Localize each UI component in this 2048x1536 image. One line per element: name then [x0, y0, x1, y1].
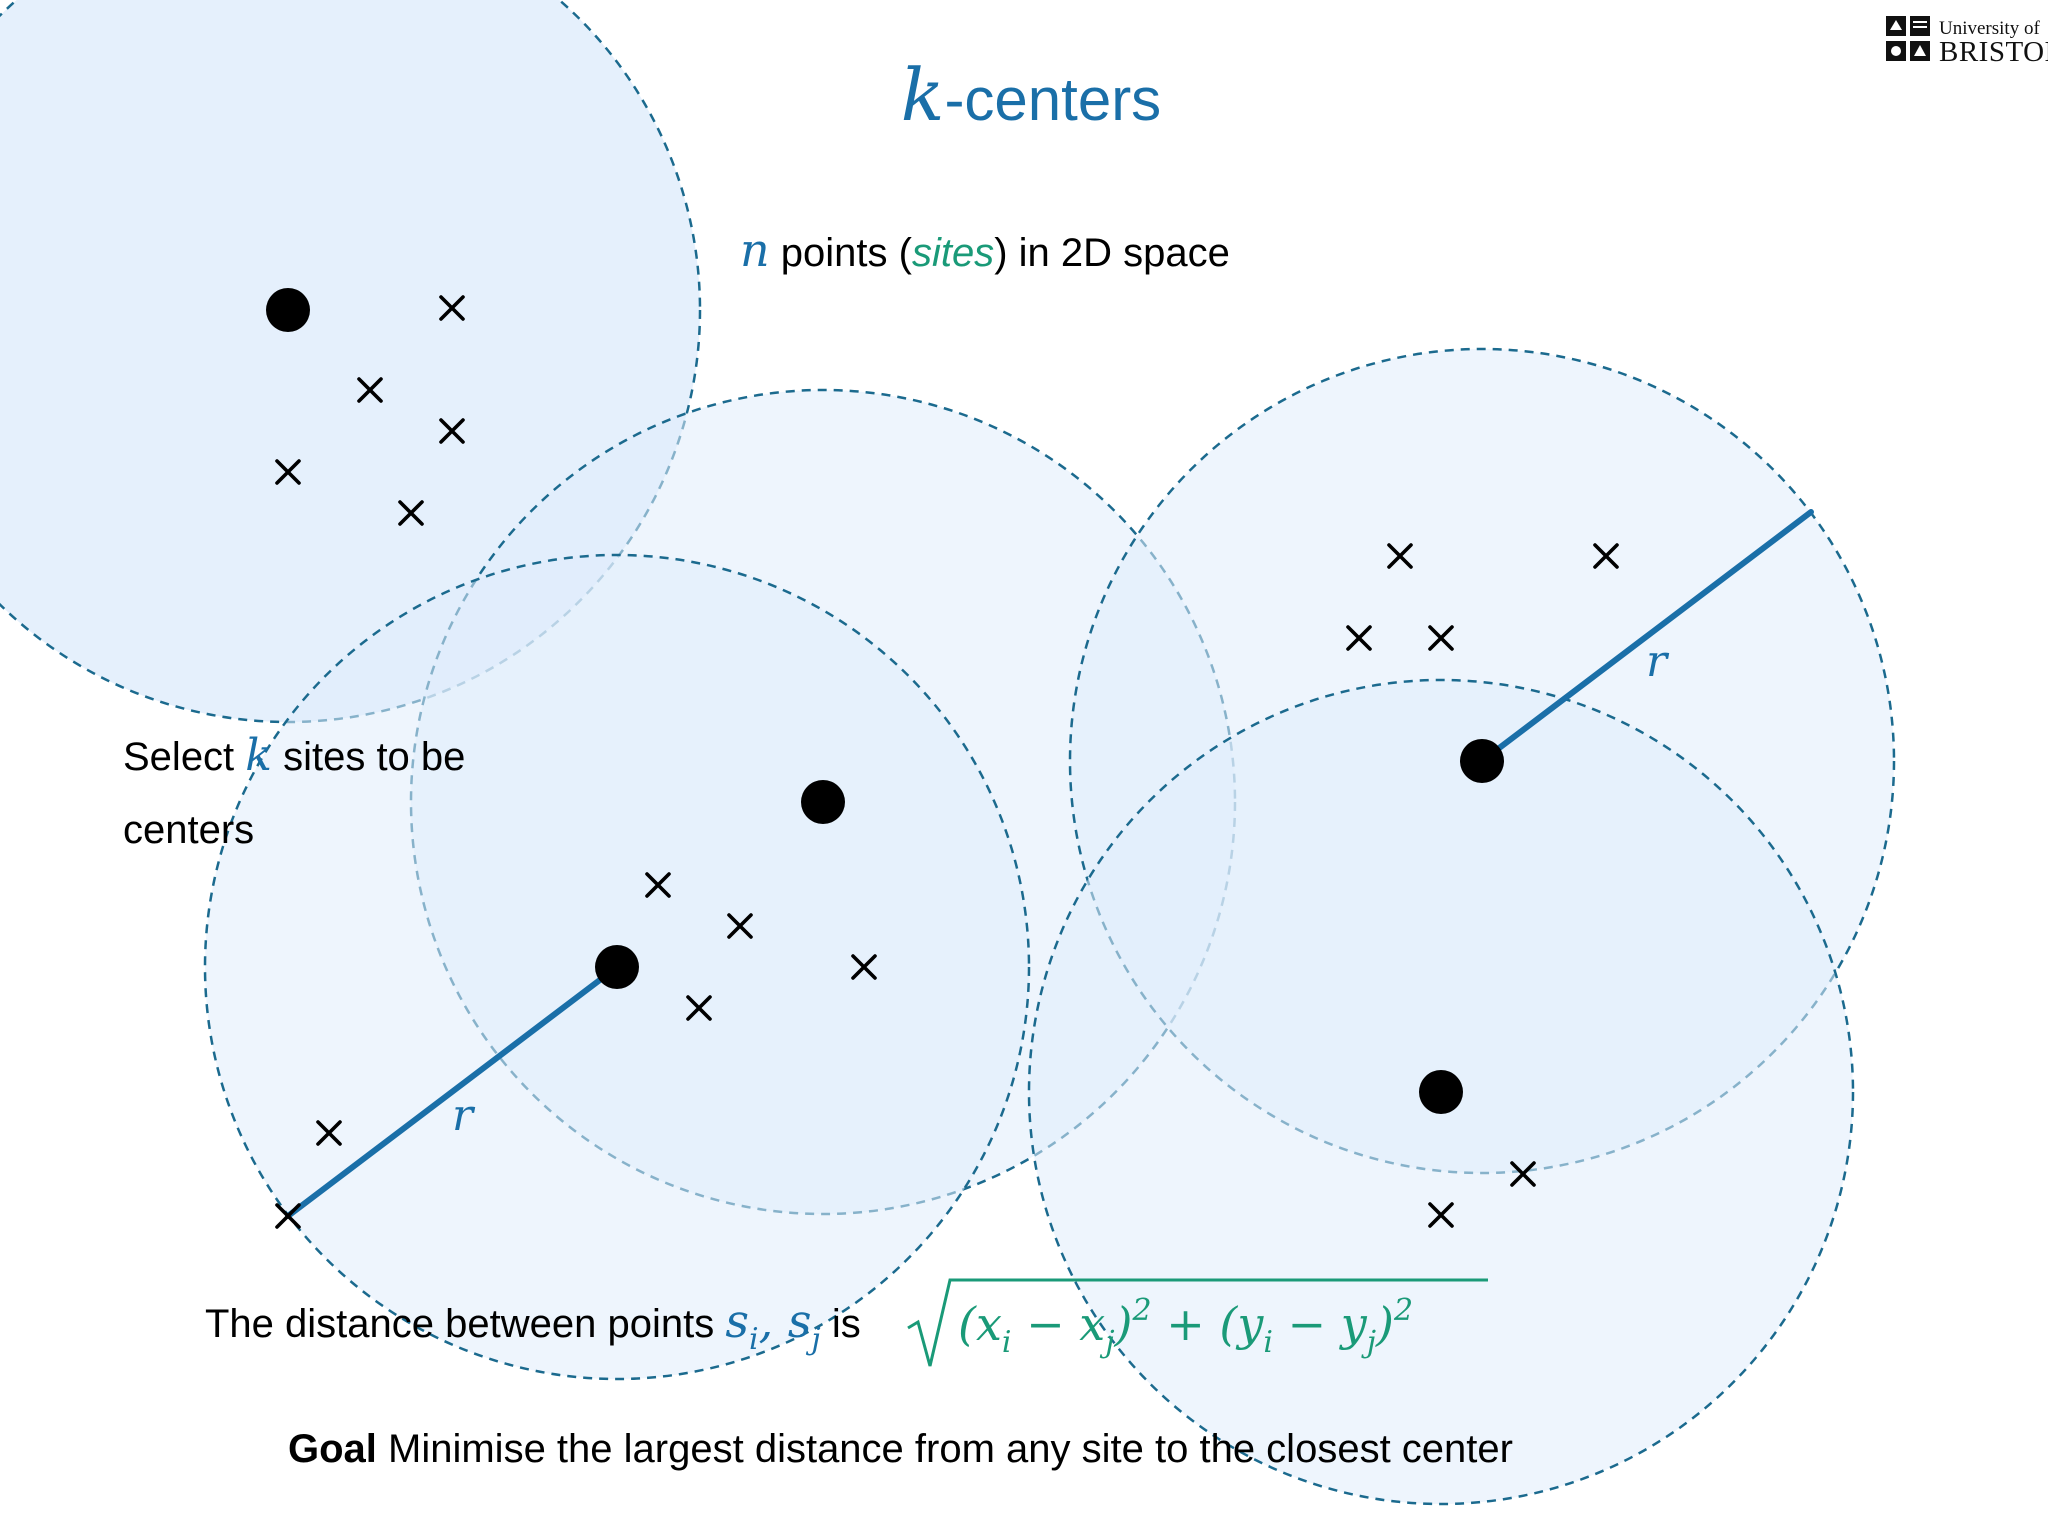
university-crest-icon [1886, 16, 1930, 61]
site-cross-icon [1428, 1202, 1454, 1228]
formula-minus-y: − y [1273, 1297, 1368, 1351]
formula-minus-x: − x [1012, 1297, 1106, 1351]
site-cross-icon [645, 872, 671, 898]
formula-sub-i1: i [1002, 1325, 1012, 1360]
formula-sub-i2: i [1263, 1325, 1273, 1360]
radius-line-right [1479, 509, 1814, 764]
sqrt-sign [907, 1278, 1488, 1367]
center-dot-icon [1460, 739, 1504, 783]
university-logo: University of BRISTOL [1884, 14, 2048, 68]
site-cross-icon [275, 1203, 301, 1229]
sites-emph: sites [912, 231, 994, 275]
distance-s-j: s [788, 1294, 812, 1348]
goal-statement: Goal Minimise the largest distance from … [288, 1427, 1513, 1471]
formula-sq1: 2 [1132, 1293, 1152, 1328]
sites-statement: n points (sites) in 2D space [740, 223, 1230, 277]
select-statement-line1: Select k sites to be [123, 730, 465, 781]
select-symbol: k [245, 730, 272, 781]
center-dot-icon [595, 945, 639, 989]
title-text: -centers [944, 66, 1161, 133]
distance-formula: (xi − xj)2 + (yi − yj)2 [958, 1293, 1413, 1360]
goal-bold: Goal [288, 1427, 377, 1471]
center-dot-icon [1419, 1070, 1463, 1114]
logo-line2: BRISTOL [1939, 36, 2048, 68]
site-cross-icon [686, 995, 712, 1021]
center-dot-icon [266, 288, 310, 332]
site-cross-icon [275, 459, 301, 485]
title-symbol: k [901, 53, 945, 137]
formula-open-x: (x [958, 1297, 1002, 1351]
centers [266, 288, 1504, 1114]
sites [275, 295, 1619, 1229]
distance-before: The distance between points [205, 1302, 725, 1346]
radius-line-left [285, 964, 620, 1219]
select-after: sites to be [272, 735, 465, 779]
site-cross-icon [1510, 1161, 1536, 1187]
distance-comma: , [759, 1294, 788, 1348]
distance-s-i: s [725, 1294, 749, 1348]
logo-line1: University of [1939, 18, 2040, 39]
formula-close2: ) [1375, 1297, 1394, 1351]
formula-plus-y: + (y [1152, 1297, 1265, 1351]
distance-is: is [821, 1302, 861, 1346]
radius-label-right: r [1646, 636, 1670, 687]
site-cross-icon [851, 954, 877, 980]
site-cross-icon [439, 418, 465, 444]
formula-close1: ) [1114, 1297, 1133, 1351]
site-cross-icon [727, 913, 753, 939]
site-cross-icon [357, 377, 383, 403]
select-before: Select [123, 735, 245, 779]
sites-after: ) in 2D space [994, 231, 1230, 275]
site-cross-icon [1593, 543, 1619, 569]
radius-label-left: r [452, 1090, 476, 1141]
site-cross-icon [398, 500, 424, 526]
distance-statement: The distance between points si, sj is [205, 1294, 861, 1357]
sites-symbol: n [740, 223, 770, 277]
slide-title: k-centers [901, 53, 1161, 137]
site-cross-icon [439, 295, 465, 321]
formula-sq2: 2 [1393, 1293, 1413, 1328]
site-cross-icon [1387, 543, 1413, 569]
site-cross-icon [1428, 625, 1454, 651]
distance-s-i-sub: i [749, 1322, 759, 1357]
center-dot-icon [801, 780, 845, 824]
select-statement-line2: centers [123, 808, 254, 852]
goal-text: Minimise the largest distance from any s… [377, 1427, 1513, 1471]
site-cross-icon [316, 1120, 342, 1146]
site-cross-icon [1346, 625, 1372, 651]
sites-before: points ( [770, 231, 913, 275]
